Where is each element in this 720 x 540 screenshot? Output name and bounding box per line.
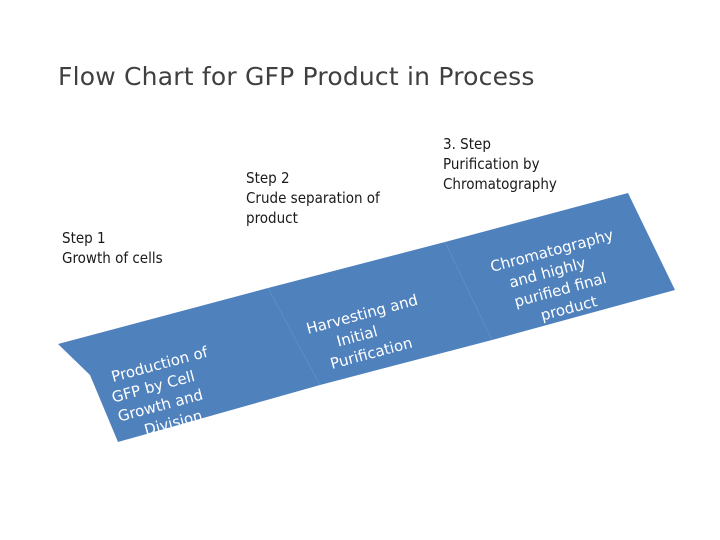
step-3-label-line: Purification by (443, 155, 540, 173)
chevron-step-2 (268, 242, 492, 385)
chevron-step-3 (445, 193, 675, 340)
chevron-2-text: Harvesting and Initial Purification (304, 290, 434, 377)
chevron-step-1 (58, 288, 320, 442)
step-1-label-line: Step 1 (62, 229, 106, 247)
step-1-label: Step 1 Growth of cells (62, 228, 163, 268)
step-3-label-line: 3. Step (443, 135, 491, 153)
step-2-label: Step 2 Crude separation of product (246, 168, 380, 228)
step-3-label-line: Chromatography (443, 175, 557, 193)
step-1-label-line: Growth of cells (62, 249, 163, 267)
step-2-label-line: Crude separation of (246, 189, 380, 207)
step-2-label-line: Step 2 (246, 169, 290, 187)
page-title: Flow Chart for GFP Product in Process (58, 62, 535, 91)
step-2-label-line: product (246, 209, 298, 227)
step-3-label: 3. Step Purification by Chromatography (443, 134, 557, 194)
